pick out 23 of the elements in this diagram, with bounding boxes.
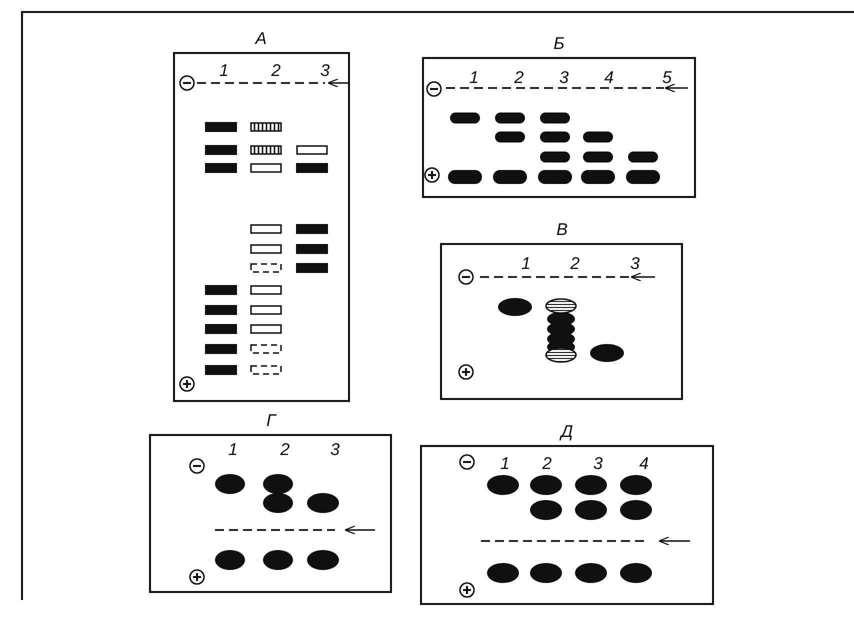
lane-number: 1 [228, 441, 238, 459]
lane-number: 3 [559, 69, 569, 87]
panel-letter: А [255, 30, 267, 48]
lane-number: 1 [521, 255, 531, 273]
lane-number: 3 [330, 441, 340, 459]
lane-number: 3 [630, 255, 640, 273]
lane-number: 4 [604, 69, 614, 87]
panel-letter: Д [561, 423, 573, 441]
lane-number: 2 [570, 255, 580, 273]
lane-number: 1 [219, 62, 229, 80]
lane-number: 1 [500, 455, 510, 473]
lane-number: 4 [639, 455, 649, 473]
lane-number: 2 [542, 455, 552, 473]
panel-letter: Б [553, 35, 565, 53]
lane-number: 3 [320, 62, 330, 80]
lane-number: 2 [271, 62, 281, 80]
panel-letter: В [556, 221, 568, 239]
lane-number: 5 [662, 69, 672, 87]
lane-number: 2 [514, 69, 524, 87]
panel-letter: Г [266, 412, 276, 430]
lane-number: 1 [469, 69, 479, 87]
lane-number: 3 [593, 455, 603, 473]
lane-number: 2 [280, 441, 290, 459]
